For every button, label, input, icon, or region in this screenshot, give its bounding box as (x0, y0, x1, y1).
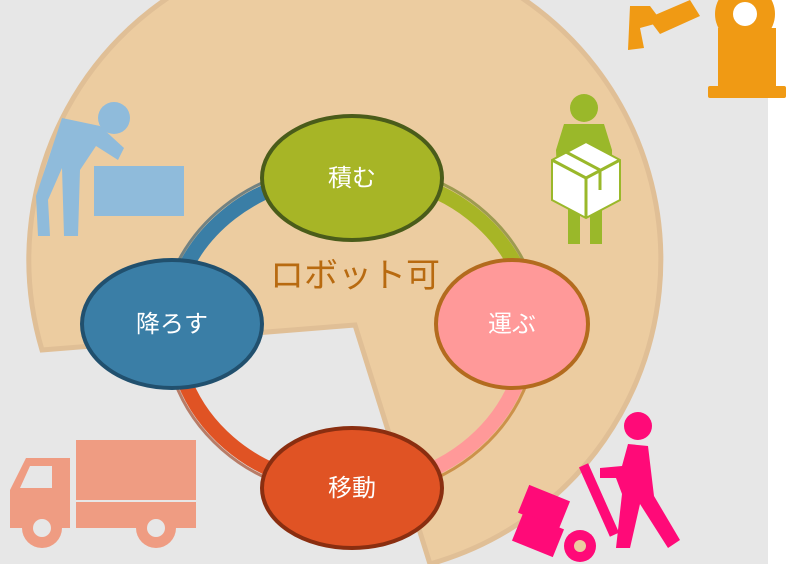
pacman-backdrop (26, 0, 664, 564)
node-carry-label: 運ぶ (488, 310, 536, 338)
node-move-ellipse (260, 426, 444, 550)
node-unload-ellipse (80, 258, 264, 390)
node-stack-ellipse (260, 114, 444, 242)
node-stack-label: 積む (328, 164, 376, 192)
truck-icon (10, 440, 196, 548)
worker-lifting-box-icon (36, 102, 184, 236)
node-unload: 降ろす (80, 258, 264, 390)
robot-arm-icon (628, 0, 786, 98)
hand-truck-worker-icon (511, 412, 680, 562)
node-carry-ellipse (434, 258, 590, 390)
node-stack: 積む (260, 114, 444, 242)
center-label: ロボット可 (270, 256, 440, 296)
person-holding-box-icon (551, 94, 621, 244)
node-unload-label: 降ろす (136, 310, 208, 338)
node-move: 移動 (260, 426, 444, 550)
node-move-label: 移動 (328, 474, 376, 502)
node-carry: 運ぶ (434, 258, 590, 390)
